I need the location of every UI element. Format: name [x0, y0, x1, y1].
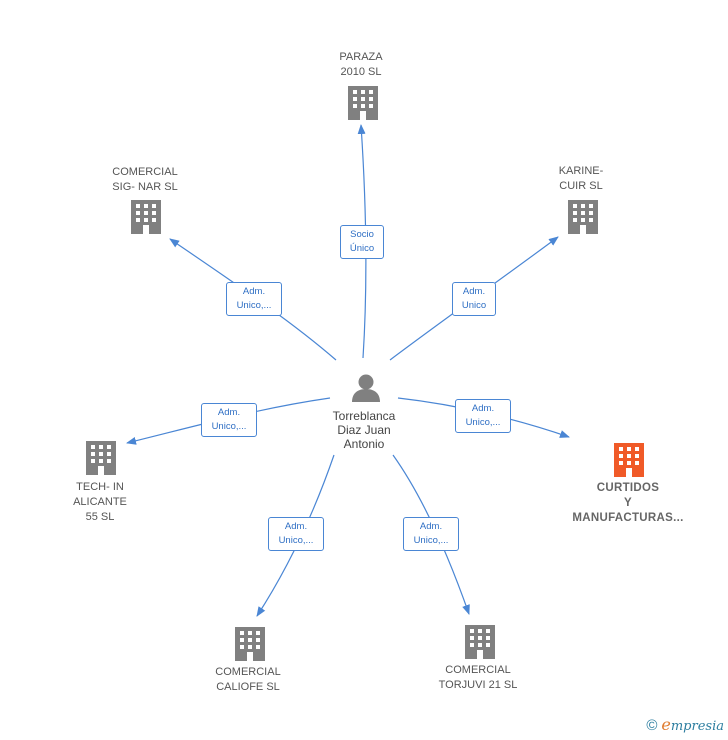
copyright-symbol: © [646, 717, 658, 734]
edge-label-curtidos[interactable]: Adm. Unico,... [455, 399, 511, 433]
edge-label-caliofe[interactable]: Adm. Unico,... [268, 517, 324, 551]
node-label-caliofe[interactable]: COMERCIAL CALIOFE SL [215, 666, 281, 693]
node-label-karine[interactable]: KARINE- CUIR SL [558, 165, 604, 192]
building-icon [235, 627, 265, 661]
edge-label-paraza[interactable]: Socio Único [340, 225, 384, 259]
brand-initial: e [661, 715, 671, 734]
edge-label-karine[interactable]: Adm. Unico [452, 282, 496, 316]
edge-label-signar[interactable]: Adm. Unico,... [226, 282, 282, 316]
node-label-torjuvi[interactable]: COMERCIAL TORJUVI 21 SL [438, 664, 518, 691]
node-label-techin[interactable]: TECH- IN ALICANTE 55 SL [73, 481, 127, 523]
node-label-signar[interactable]: COMERCIAL SIG- NAR SL [112, 166, 178, 193]
edge-label-torjuvi[interactable]: Adm. Unico,... [403, 517, 459, 551]
building-icon [131, 200, 161, 234]
building-icon [465, 625, 495, 659]
person-icon [352, 374, 380, 402]
brand-name: mpresia [670, 719, 724, 734]
node-label-paraza[interactable]: PARAZA 2010 SL [339, 51, 383, 78]
building-icon [86, 441, 116, 475]
center-person-label[interactable]: Torreblanca Diaz Juan Antonio [332, 409, 396, 451]
building-icon [568, 200, 598, 234]
node-label-curtidos[interactable]: CURTIDOS Y MANUFACTURAS... [572, 482, 684, 524]
edge-label-techin[interactable]: Adm. Unico,... [201, 403, 257, 437]
empresia-watermark[interactable]: ©empresia [646, 715, 724, 734]
building-icon [348, 86, 378, 120]
building-icon [614, 443, 644, 477]
